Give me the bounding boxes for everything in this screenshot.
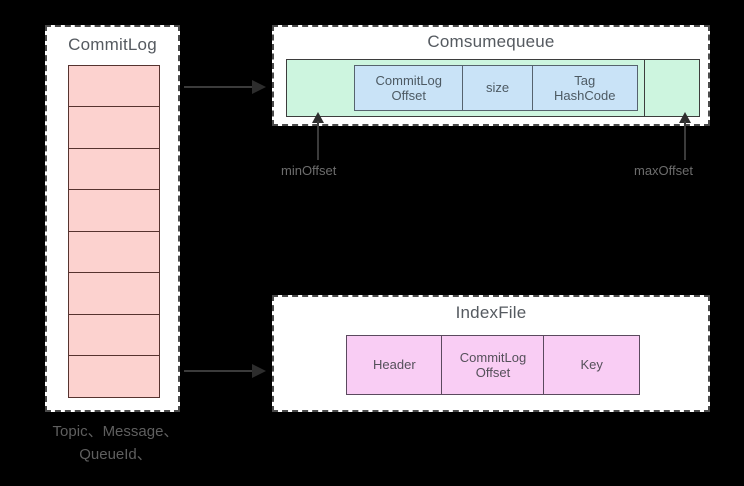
indexfile-field-header: Header xyxy=(346,335,443,395)
arrow-up-icon xyxy=(679,112,691,123)
arrow-shaft xyxy=(184,86,254,89)
caption-line-1: Topic、Message、 xyxy=(52,423,179,440)
arrow-head-icon xyxy=(252,364,266,378)
consumequeue-entry-inner: CommitLog Offset size Tag HashCode xyxy=(354,65,638,111)
caption-line-2: QueueId、 xyxy=(79,446,152,464)
consumequeue-entry-group: CommitLog Offset size Tag HashCode xyxy=(346,59,646,117)
indexfile-panel: IndexFile Header CommitLog Offset Key xyxy=(272,295,710,412)
consumequeue-title: Comsumequeue xyxy=(427,32,555,51)
indexfile-row: Header CommitLog Offset Key xyxy=(346,335,640,395)
indexfile-field-commitlog-offset: CommitLog Offset xyxy=(440,335,546,395)
commitlog-title: CommitLog xyxy=(68,35,157,54)
commitlog-cell xyxy=(68,189,160,233)
arrow-stem xyxy=(684,121,687,160)
max-offset-label: maxOffset xyxy=(634,163,694,178)
commitlog-panel: CommitLog xyxy=(45,25,180,412)
min-offset-label: minOffset xyxy=(281,163,337,178)
commitlog-caption: Topic、Message、 QueueId、 xyxy=(8,420,223,467)
commitlog-cell xyxy=(68,313,160,357)
commitlog-cell xyxy=(68,106,160,150)
commitlog-cell xyxy=(68,230,160,274)
arrow-stem xyxy=(317,121,320,160)
consumequeue-row: CommitLog Offset size Tag HashCode xyxy=(286,59,700,117)
consumequeue-slot-right xyxy=(644,59,700,117)
arrow-shaft xyxy=(184,370,254,373)
min-offset-marker-arrow xyxy=(312,112,324,160)
arrow-commitlog-to-indexfile xyxy=(184,364,266,378)
indexfile-field-line: CommitLog Offset xyxy=(459,349,527,380)
consumequeue-field-line: CommitLog Offset xyxy=(375,72,442,103)
arrow-head-icon xyxy=(252,80,266,94)
consumequeue-field-tag-hashcode: Tag HashCode xyxy=(531,65,638,111)
commitlog-cell xyxy=(68,272,160,316)
consumequeue-field-commitlog-offset: CommitLog Offset xyxy=(354,65,464,111)
arrow-up-icon xyxy=(312,112,324,123)
arrow-commitlog-to-consumequeue xyxy=(184,80,266,94)
commitlog-cell-column xyxy=(68,65,160,398)
consumequeue-field-size: size xyxy=(461,65,534,111)
indexfile-title: IndexFile xyxy=(455,303,527,322)
commitlog-cell xyxy=(68,147,160,191)
indexfile-field-key: Key xyxy=(543,335,640,395)
max-offset-marker-arrow xyxy=(679,112,691,160)
commitlog-cell xyxy=(68,354,160,398)
consumequeue-field-line: Tag HashCode xyxy=(554,72,616,103)
consumequeue-slot-left xyxy=(286,59,348,117)
commitlog-cell xyxy=(68,65,160,109)
consumequeue-panel: Comsumequeue CommitLog Offset size xyxy=(272,25,710,126)
